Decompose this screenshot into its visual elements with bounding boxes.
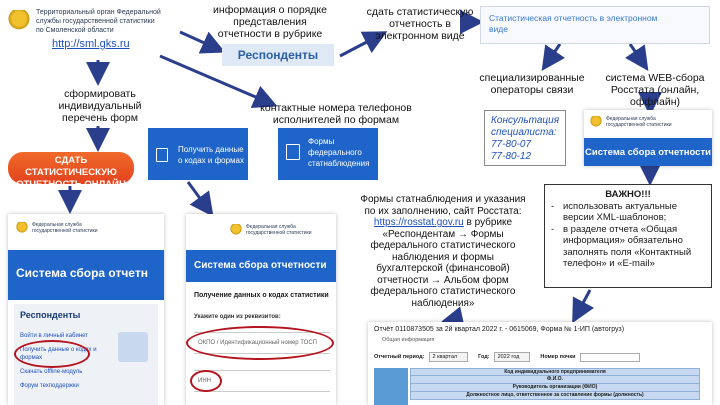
important-box: ВАЖНО!!! - использовать актуальные верси…	[544, 184, 712, 288]
phones-note: контактные номера телефонов исполнителей…	[260, 102, 412, 126]
table-left-strip	[374, 368, 408, 405]
org-line1: Территориальный орган Федеральной	[36, 9, 161, 16]
year-select[interactable]: 2022 год	[493, 352, 531, 362]
forms-tile[interactable]: Формы федерального статнаблюдения	[278, 128, 378, 180]
report-subtitle: Общая информация	[382, 337, 435, 343]
menu-offline-module[interactable]: Скачать offline-модуль	[20, 369, 83, 375]
codes-heading: Получение данных о кодах статистики	[194, 292, 329, 299]
arrow-statbox-to-operators	[541, 43, 566, 71]
submit-online-button[interactable]: СДАТЬ СТАТИСТИЧЕСКУЮ ОТЧЕТНОСТЬ ОНЛАЙН	[8, 152, 134, 190]
report-table: Код индивидуального предпринимателя Ф.И.…	[410, 368, 700, 400]
rosstat-link[interactable]: https://rosstat.gov.ru	[373, 217, 464, 228]
menu-login[interactable]: Войти в личный кабинет	[20, 333, 89, 339]
highlight-inn	[190, 370, 222, 392]
info-note: информация о порядке представления отчет…	[213, 4, 327, 40]
form-list-note: сформировать индивидуальный перечень фор…	[58, 88, 142, 124]
forms-icon	[286, 144, 300, 160]
highlight-get-codes	[14, 340, 90, 368]
emblem-icon	[16, 222, 28, 234]
org-header: Территориальный орган Федеральной службы…	[6, 6, 186, 60]
respondents-button[interactable]: Респонденты	[222, 44, 334, 66]
highlight-okpo	[186, 326, 334, 360]
arrow-important-to-report	[572, 289, 595, 324]
org-line3: по Смоленской области	[36, 27, 114, 34]
mid-codes-screenshot: Федеральная служба государственной стати…	[186, 214, 336, 405]
phone-2: 77-80-12	[491, 151, 532, 162]
illustration-icon	[118, 332, 148, 362]
org-url-link[interactable]: http://sml.gks.ru	[52, 38, 130, 50]
left-portal-screenshot: Федеральная служба государственной стати…	[8, 214, 164, 405]
system-logo-card: Федеральная служба государственной стати…	[584, 110, 712, 166]
report-screenshot: Отчёт 0110873505 за 2й квартал 2022 г. -…	[368, 322, 712, 405]
get-codes-tile[interactable]: Получить данные о кодах и формах	[148, 128, 248, 180]
phone-1: 77-80-07	[491, 139, 532, 150]
arrow-statbox-to-web	[624, 43, 649, 71]
operators-note: специализированные операторы связи	[479, 72, 585, 96]
important-title: ВАЖНО!!!	[605, 189, 651, 200]
web-collection-note: система WEB-сбора Росстата (онлайн, оффл…	[605, 72, 705, 108]
report-title: Отчёт 0110873505 за 2й квартал 2022 г. -…	[374, 326, 625, 333]
forms-info-note: Формы статнаблюдения и указания по их за…	[360, 194, 526, 309]
emblem-icon	[230, 224, 242, 236]
org-line2: службы государственной статистики	[36, 18, 155, 25]
period-select[interactable]: 2 квартал	[428, 352, 469, 362]
left-title-banner: Система сбора отчетн	[8, 250, 164, 300]
emblem-icon	[8, 10, 30, 32]
menu-forum[interactable]: Форум техподдержки	[20, 383, 79, 389]
electronic-note: сдать статистическую отчетность в электр…	[366, 6, 474, 42]
emblem-icon	[590, 116, 602, 128]
document-icon	[156, 148, 168, 162]
corr-input[interactable]	[579, 352, 640, 362]
system-title-banner: Система сбора отчетности	[584, 138, 712, 166]
arrow-tile-down	[186, 181, 214, 217]
mid-title-banner: Система сбора отчетности	[186, 250, 336, 282]
stat-electronic-box: Статистическая отчетность в электронном …	[480, 6, 710, 44]
consultation-box: Консультация специалиста: 77-80-07 77-80…	[484, 110, 566, 166]
